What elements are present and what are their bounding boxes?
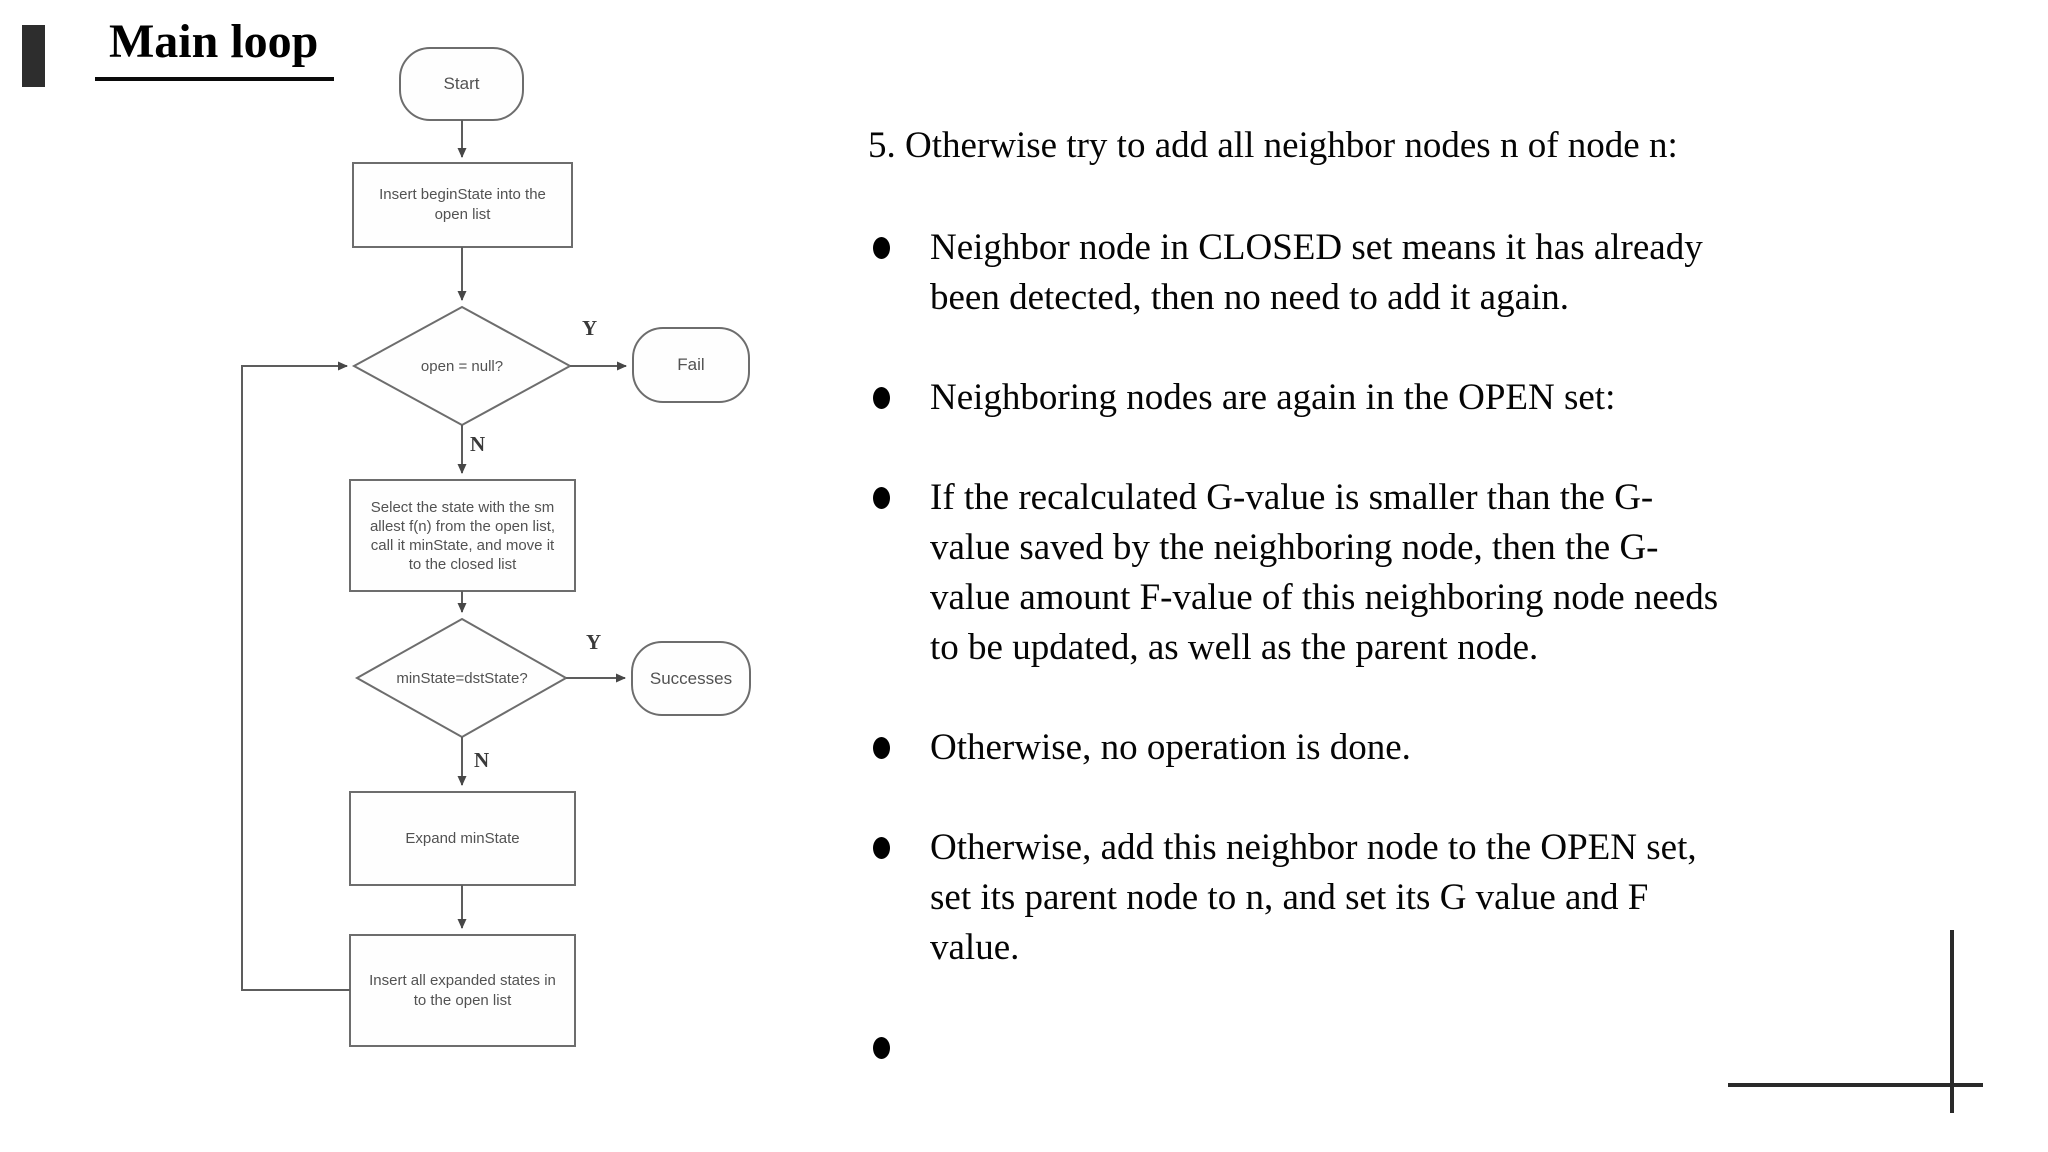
select-min-node-shape [349,479,576,592]
bullet-text: Neighboring nodes are again in the OPEN … [930,373,1615,423]
bullet-line: value. [930,927,1020,968]
bullet-line: value saved by the neighboring node, the… [930,527,1659,568]
bullet-line: Neighbor node in CLOSED set means it has… [930,227,1703,268]
bullet-dot [873,1037,890,1059]
bullet-dot [873,737,890,759]
bullet-line: value amount F-value of this neighboring… [930,577,1719,618]
min-dst-decision-shape [354,617,569,739]
bullet-line: If the recalculated G-value is smaller t… [930,477,1654,518]
bullet-item-empty [868,1023,1853,1059]
expand-node-shape [349,791,576,886]
insert-begin-node-shape [352,162,573,248]
open-null-decision-shape [351,305,573,427]
bullet-item: Neighboring nodes are again in the OPEN … [868,373,1853,423]
successes-node-shape [631,641,751,716]
start-node-shape [399,47,524,121]
numbered-heading: 5. Otherwise try to add all neighbor nod… [868,125,1678,166]
bullet-dot [873,487,890,509]
bullet-item: Otherwise, add this neighbor node to the… [868,823,1853,973]
bullet-text: Otherwise, no operation is done. [930,723,1411,773]
bullet-dot [873,837,890,859]
loop-back-line [241,361,350,991]
bullet-dot [873,237,890,259]
title-accent-bar [22,25,45,87]
bullet-line: to be updated, as well as the parent nod… [930,627,1539,668]
bullet-text: If the recalculated G-value is smaller t… [930,473,1718,673]
crop-mark-horizontal [1728,1083,1983,1087]
bullet-text: Neighbor node in CLOSED set means it has… [930,223,1703,323]
slide-body-text: 5. Otherwise try to add all neighbor nod… [868,121,1853,1059]
bullet-line: been detected, then no need to add it ag… [930,277,1570,318]
crop-mark-vertical [1950,930,1954,1113]
bullet-line: Otherwise, add this neighbor node to the… [930,827,1697,868]
fail-node-shape [632,327,750,403]
bullet-line: Otherwise, no operation is done. [930,727,1411,768]
bullet-item: If the recalculated G-value is smaller t… [868,473,1853,673]
bullet-item: Neighbor node in CLOSED set means it has… [868,223,1853,323]
page-title: Main loop [95,15,335,81]
bullet-item: Otherwise, no operation is done. [868,723,1853,773]
bullet-line: set its parent node to n, and set its G … [930,877,1649,918]
bullet-dot [873,387,890,409]
insert-expanded-node-shape [349,934,576,1047]
bullet-text: Otherwise, add this neighbor node to the… [930,823,1697,973]
bullet-line: Neighboring nodes are again in the OPEN … [930,377,1616,418]
